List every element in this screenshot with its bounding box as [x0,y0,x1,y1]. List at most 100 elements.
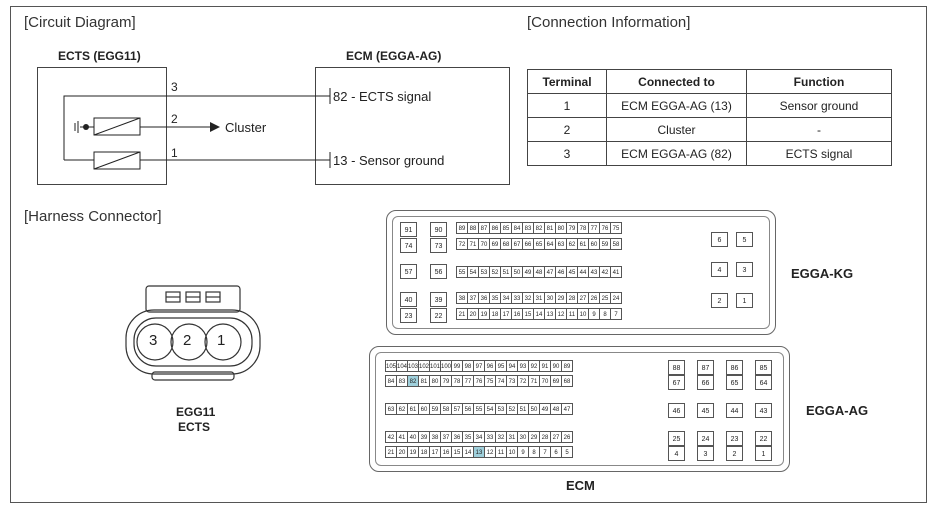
connector-pin: 1 [736,293,753,308]
connector-pin: 3 [697,446,714,461]
connection-info-title: [Connection Information] [527,14,691,31]
connector-pin: 66 [697,375,714,390]
connector-pin: 7 [610,308,622,320]
connector-pin: 82 [533,222,545,234]
connector-pin: 4 [711,262,728,277]
pin-2-label: 2 [171,112,178,126]
connector-pin: 103 [407,360,419,372]
connector-pin: 56 [430,264,447,279]
egg11-pin-3: 3 [149,332,158,349]
connector-pin: 58 [610,238,622,250]
cell-connected: ECM EGGA-AG (82) [606,141,747,166]
egga-ag-connector [369,346,790,472]
connector-pin: 67 [668,375,685,390]
cell-terminal: 3 [527,141,607,166]
connector-pin: 1 [755,446,772,461]
header-function: Function [746,69,892,94]
connection-table: Terminal Connected to Function 1 ECM EGG… [527,69,892,166]
connector-pin: 79 [566,222,578,234]
connector-pin: 59 [599,238,611,250]
connector-pin: 76 [473,375,485,387]
egg11-pin-1: 1 [217,332,226,349]
connector-pin: 8 [599,308,611,320]
connector-pin: 48 [550,403,562,415]
connector-pin: 88 [668,360,685,375]
connector-pin: 64 [755,375,772,390]
table-header-row: Terminal Connected to Function [527,69,892,94]
connector-pin: 46 [555,266,567,278]
connector-pin: 75 [610,222,622,234]
ecm-signal-label: 82 - ECTS signal [333,89,432,104]
connector-pin: 35 [462,431,474,443]
connector-pin: 89 [456,222,468,234]
connector-pin: 91 [400,222,417,237]
connector-pin: 69 [489,238,501,250]
connector-pin: 45 [697,403,714,418]
connector-pin: 24 [697,431,714,446]
connector-pin: 4 [668,446,685,461]
cell-function: Sensor ground [746,93,892,118]
ecm-title: ECM (EGGA-AG) [346,49,442,63]
connector-pin: 24 [610,292,622,304]
connector-pin: 40 [400,292,417,307]
egga-kg-connector [386,210,776,335]
connector-pin: 18 [489,308,501,320]
connector-pin: 85 [500,222,512,234]
connector-pin: 9 [517,446,529,458]
egg11-connector [125,285,261,381]
cell-terminal: 1 [527,93,607,118]
pin-1-label: 1 [171,146,178,160]
ecm-ground-label: 13 - Sensor ground [333,153,445,168]
connector-pin: 44 [726,403,743,418]
ects-label: ECTS [178,420,211,434]
connector-pin: 72 [517,375,529,387]
connector-pin: 87 [697,360,714,375]
cell-function: ECTS signal [746,141,892,166]
connector-pin: 26 [561,431,573,443]
connector-pin: 21 [456,308,468,320]
connector-pin: 14 [462,446,474,458]
table-row: 1 ECM EGGA-AG (13) Sensor ground [527,93,892,118]
connector-pin: 45 [566,266,578,278]
connector-pin: 47 [561,403,573,415]
egga-kg-inner [392,216,770,329]
connector-pin: 74 [400,238,417,253]
connector-pin: 86 [726,360,743,375]
header-connected-to: Connected to [606,69,747,94]
connector-pin: 22 [755,431,772,446]
pin-3-label: 3 [171,80,178,94]
connector-pin: 77 [588,222,600,234]
connector-pin: 44 [577,266,589,278]
connector-pin: 85 [755,360,772,375]
table-row: 2 Cluster - [527,117,892,142]
connector-pin: 90 [430,222,447,237]
connector-pin: 89 [561,360,573,372]
connector-pin: 2 [711,293,728,308]
connector-pin: 23 [726,431,743,446]
connector-pin: 69 [550,375,562,387]
connector-pin: 3 [736,262,753,277]
connector-pin: 2 [726,446,743,461]
egg11-label: EGG11 [176,405,216,419]
connector-pin: 72 [456,238,468,250]
connector-pin: 6 [711,232,728,247]
connector-pin: 43 [755,403,772,418]
connector-pin: 5 [736,232,753,247]
connector-pin: 41 [610,266,622,278]
connector-pin: 68 [561,375,573,387]
ects-sensor-box [37,67,167,185]
ecm-box [315,67,510,185]
egga-kg-name: EGGA-KG [791,266,854,281]
ecm-label: ECM [566,478,595,493]
connector-pin: 5 [561,446,573,458]
egg11-pin-2: 2 [183,332,192,349]
